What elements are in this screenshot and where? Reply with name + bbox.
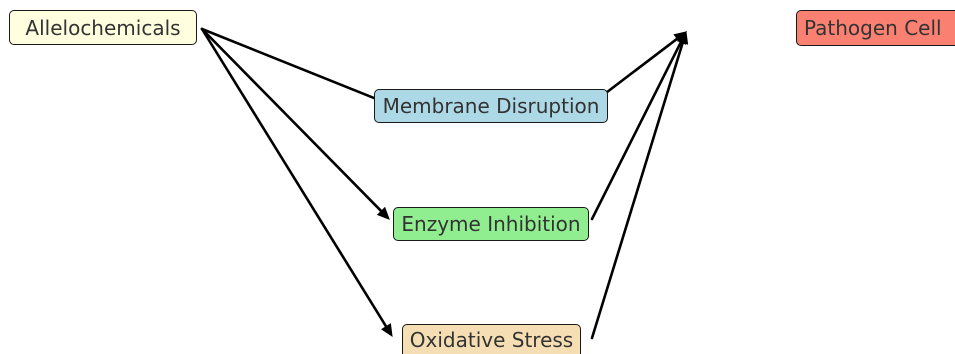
edge-layer <box>200 27 689 340</box>
node-enzyme-inhibition: Enzyme Inhibition <box>393 207 589 241</box>
node-allelochemicals: Allelochemicals <box>9 10 197 45</box>
edge-enzyme-to-pathogen <box>590 40 683 221</box>
arrowhead-allelochemicals-to-oxidative <box>381 323 393 338</box>
node-oxidative-stress: Oxidative Stress <box>402 324 581 354</box>
arrowhead-oxidative-to-pathogen <box>677 30 689 45</box>
edge-allelochemicals-to-enzyme <box>200 27 383 213</box>
edge-allelochemicals-to-membrane <box>200 27 381 102</box>
node-membrane-disruption: Membrane Disruption <box>374 89 608 123</box>
edge-oxidative-to-pathogen <box>590 41 685 340</box>
edge-allelochemicals-to-oxidative <box>200 27 388 328</box>
arrowhead-allelochemicals-to-enzyme <box>376 206 390 220</box>
edge-membrane-to-pathogen <box>592 37 679 104</box>
node-pathogen-cell: Pathogen Cell <box>796 10 955 46</box>
